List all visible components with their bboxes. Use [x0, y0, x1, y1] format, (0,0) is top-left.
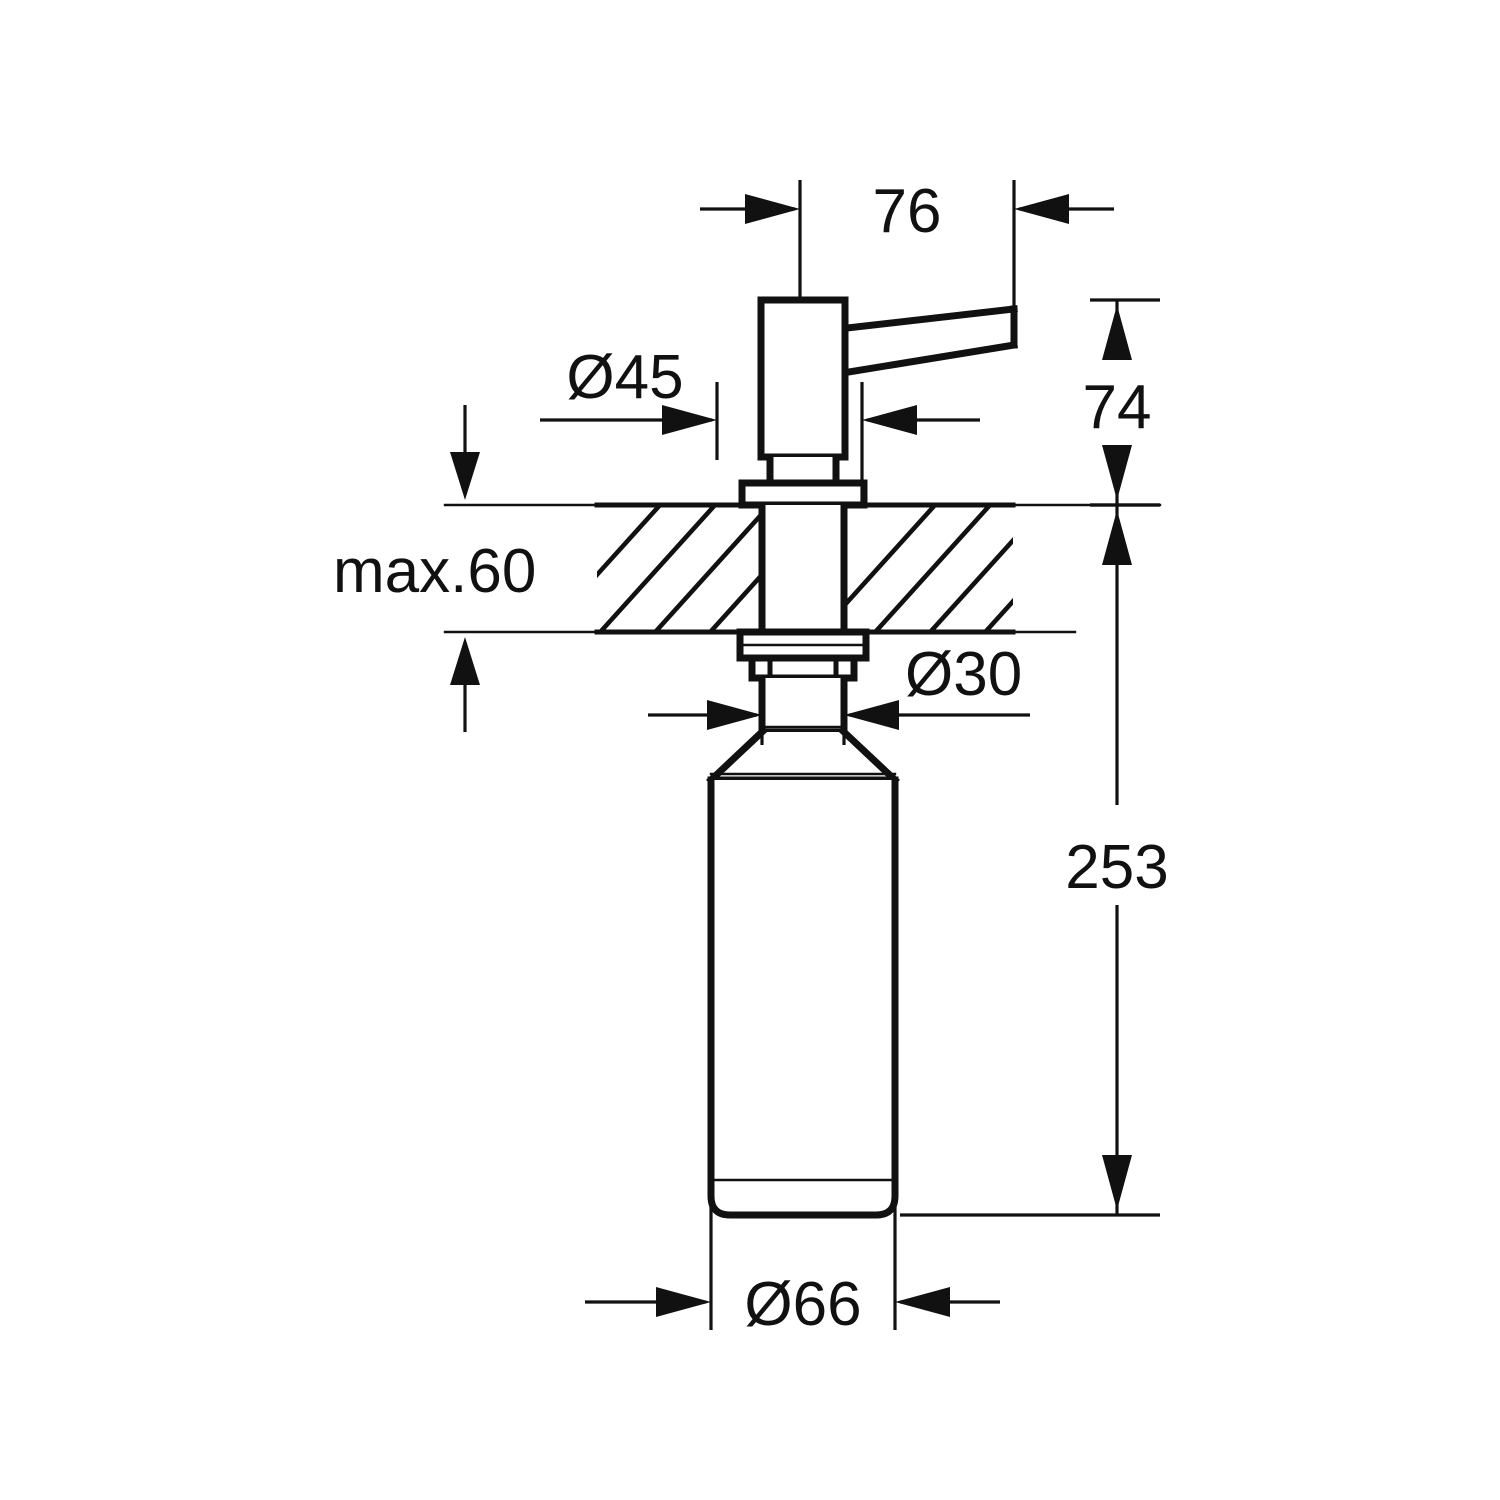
- dimension-diameter-30: Ø30: [648, 640, 1030, 745]
- pump-head-cylinder: [757, 296, 849, 461]
- dimension-diameter-45: Ø45: [540, 343, 980, 505]
- worktop-hatch-left: [597, 505, 761, 632]
- bottle-neck: [758, 674, 848, 736]
- soap-dispenser-assembly: [706, 296, 1019, 1219]
- dimension-diameter-66-label: Ø66: [744, 1270, 861, 1339]
- bottle-body: [707, 776, 899, 1184]
- deck-flange: [738, 479, 868, 509]
- dimension-253: 253: [900, 503, 1169, 1217]
- dimension-253-label: 253: [1065, 833, 1168, 902]
- dimension-74-label: 74: [1083, 373, 1152, 442]
- locknut-assembly: [736, 628, 870, 682]
- dimension-76-label: 76: [873, 177, 942, 246]
- dimension-74: 74: [1083, 298, 1160, 507]
- dimension-diameter-30-label: Ø30: [905, 640, 1022, 709]
- worktop-hatch-right: [845, 505, 1013, 632]
- pump-head-collar: [766, 453, 840, 487]
- bottle-base: [707, 1176, 899, 1219]
- dimension-max-60-label: max.60: [333, 537, 536, 606]
- dimension-diameter-45-label: Ø45: [566, 343, 683, 412]
- bottle-shoulder: [706, 727, 900, 785]
- dimension-diameter-66: Ø66: [585, 1195, 1000, 1339]
- dimension-76: 76: [700, 177, 1114, 312]
- dimension-max-60: max.60: [333, 405, 536, 732]
- mounting-shank: [758, 501, 848, 636]
